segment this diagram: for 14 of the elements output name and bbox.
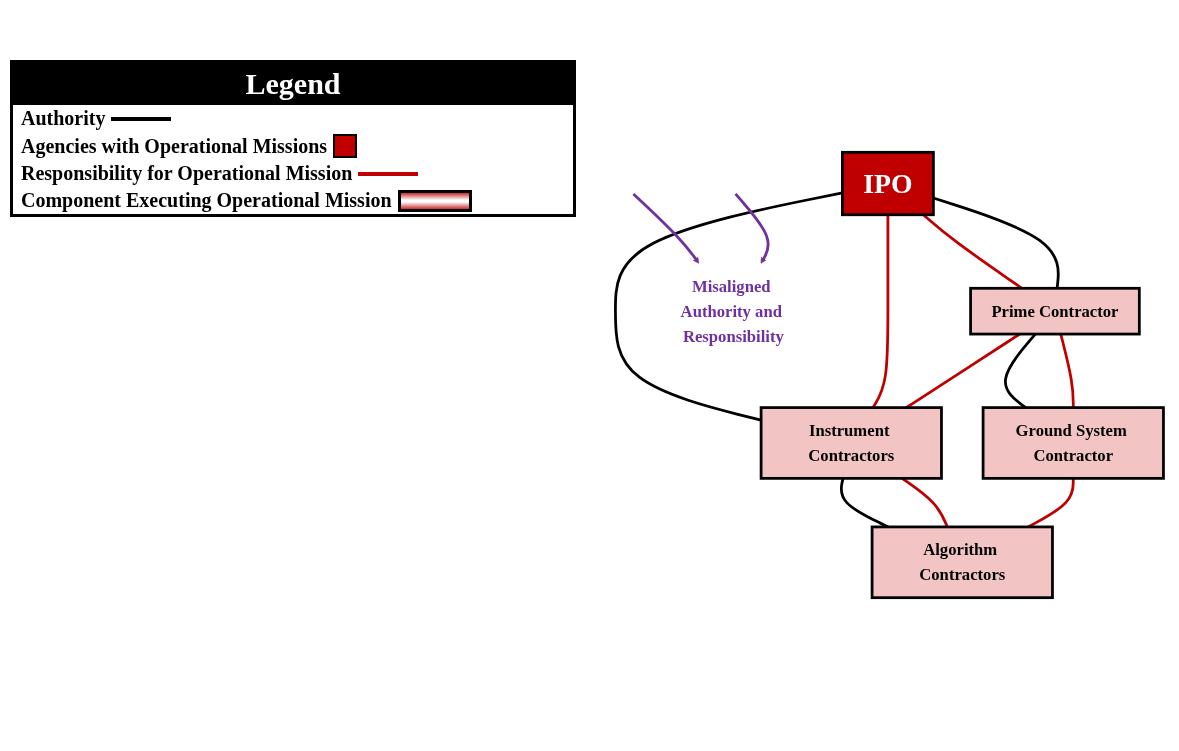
node-box: IPO <box>841 150 935 217</box>
arrow <box>632 192 700 264</box>
node-box: Instrument Contractors <box>759 406 943 480</box>
legend-text: Agencies with Operational Missions <box>21 134 328 158</box>
legend-text: Authority <box>21 107 106 130</box>
node-box: Prime Contractor <box>969 286 1141 336</box>
legend-title: Legend <box>13 63 573 105</box>
legend-text: Component Executing Operational Mission <box>21 189 392 212</box>
connector <box>614 191 843 422</box>
node-box: Algorithm Contractors <box>870 525 1054 600</box>
node-box: Ground System Contractor <box>981 406 1165 480</box>
legend-text: Responsibility for Operational Mission <box>21 162 353 185</box>
node-text: Misaligned Authority and Responsibility <box>680 277 784 346</box>
arrow <box>734 193 770 264</box>
